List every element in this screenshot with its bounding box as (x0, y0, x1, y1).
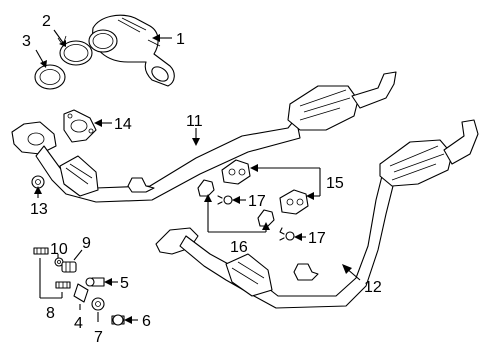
callout-10: 10 (50, 241, 68, 258)
clamp-ring-part (57, 35, 93, 66)
bracket-part (73, 283, 89, 303)
gasket-part (34, 64, 66, 90)
callout-3: 3 (22, 33, 31, 50)
leader-lines (34, 29, 361, 324)
callout-17-lower: 17 (308, 230, 326, 247)
rear-exhaust-pipe-part (155, 119, 479, 309)
callout-12: 12 (364, 279, 382, 296)
flange-gasket-part (63, 109, 97, 143)
bolt-part-lower (279, 227, 295, 241)
isolator-clip-part-lower (257, 209, 275, 227)
callout-13: 13 (30, 201, 48, 218)
callout-6: 6 (142, 313, 151, 330)
hanger-bracket-part-lower (279, 189, 309, 215)
bolt-part (85, 277, 105, 287)
callout-16: 16 (230, 239, 248, 256)
callout-4: 4 (74, 315, 83, 332)
catalytic-converter-part (88, 14, 175, 87)
callout-7: 7 (94, 329, 103, 346)
callout-1: 1 (176, 31, 185, 48)
callout-2: 2 (42, 13, 51, 30)
callout-8: 8 (46, 305, 55, 322)
stud-part-lower (55, 281, 71, 289)
callout-9: 9 (82, 235, 91, 252)
callout-5: 5 (120, 275, 129, 292)
front-exhaust-pipe-part (11, 71, 397, 203)
stud-part (33, 247, 49, 255)
isolator-clip-part-upper (197, 179, 215, 197)
nut-part (31, 175, 45, 189)
bolt-part-upper (217, 195, 233, 205)
spacer-part (61, 261, 77, 273)
nut-part-small (111, 314, 125, 326)
callout-11: 11 (186, 113, 203, 130)
callout-14: 14 (114, 116, 132, 133)
bushing-part (91, 297, 105, 311)
callout-15: 15 (326, 175, 344, 192)
callout-17-upper: 17 (248, 193, 266, 210)
hanger-bracket-part-upper (221, 159, 251, 185)
callout-labels: 1 2 3 14 11 13 15 17 16 17 12 10 9 5 8 4… (22, 13, 382, 346)
